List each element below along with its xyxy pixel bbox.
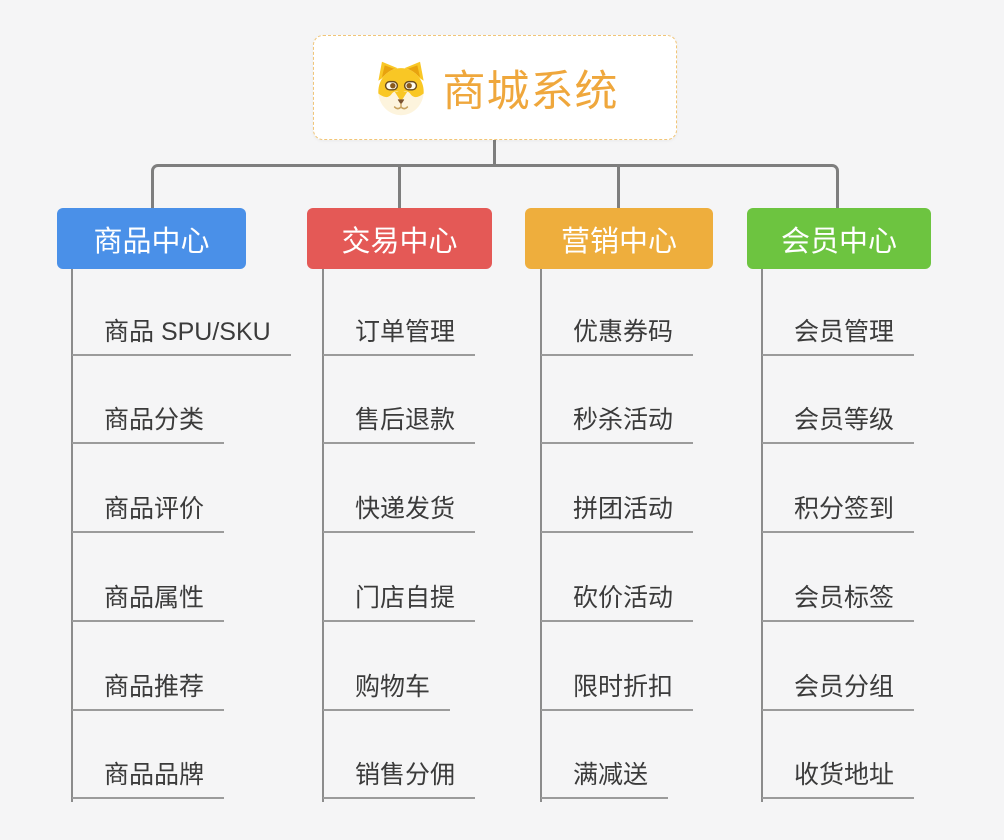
leaf-node[interactable]: 秒杀活动 [541,398,694,444]
connector-root-stub [493,140,496,167]
leaf-node[interactable]: 优惠券码 [541,310,694,356]
leaf-node[interactable]: 砍价活动 [541,576,694,622]
branch-node-member-center[interactable]: 会员中心 [747,208,931,269]
connector-drop-marketing [617,165,620,210]
leaf-node[interactable]: 订单管理 [323,310,476,356]
leaf-node[interactable]: 商品推荐 [72,665,225,711]
leaf-node[interactable]: 会员管理 [762,310,915,356]
leaf-node[interactable]: 会员分组 [762,665,915,711]
leaf-node[interactable]: 商品分类 [72,398,225,444]
leaf-node[interactable]: 购物车 [323,665,451,711]
spine-marketing-center [540,268,542,802]
leaf-node[interactable]: 商品属性 [72,576,225,622]
leaf-node[interactable]: 积分签到 [762,487,915,533]
leaf-node[interactable]: 快递发货 [323,487,476,533]
root-title: 商城系统 [442,67,619,116]
leaf-node[interactable]: 拼团活动 [541,487,694,533]
connector-bus-right [495,164,839,210]
branch-node-marketing-center[interactable]: 营销中心 [525,208,713,269]
shiba-dog-icon [377,61,424,115]
leaf-node[interactable]: 满减送 [541,753,669,799]
branch-node-product-center[interactable]: 商品中心 [57,208,246,269]
connector-bus-left [151,164,495,210]
leaf-node[interactable]: 售后退款 [323,398,476,444]
root-node-mall-system[interactable]: 商城系统 [313,35,677,140]
leaf-node[interactable]: 会员标签 [762,576,915,622]
spine-product-center [71,268,73,802]
leaf-node[interactable]: 门店自提 [323,576,476,622]
leaf-node[interactable]: 销售分佣 [323,753,476,799]
leaf-node[interactable]: 商品评价 [72,487,225,533]
connector-drop-trade [398,165,401,210]
leaf-node[interactable]: 限时折扣 [541,665,694,711]
leaf-node[interactable]: 商品品牌 [72,753,225,799]
spine-member-center [761,268,763,802]
spine-trade-center [322,268,324,802]
leaf-node[interactable]: 会员等级 [762,398,915,444]
branch-node-trade-center[interactable]: 交易中心 [307,208,492,269]
leaf-node[interactable]: 商品 SPU/SKU [72,310,291,356]
leaf-node[interactable]: 收货地址 [762,753,915,799]
